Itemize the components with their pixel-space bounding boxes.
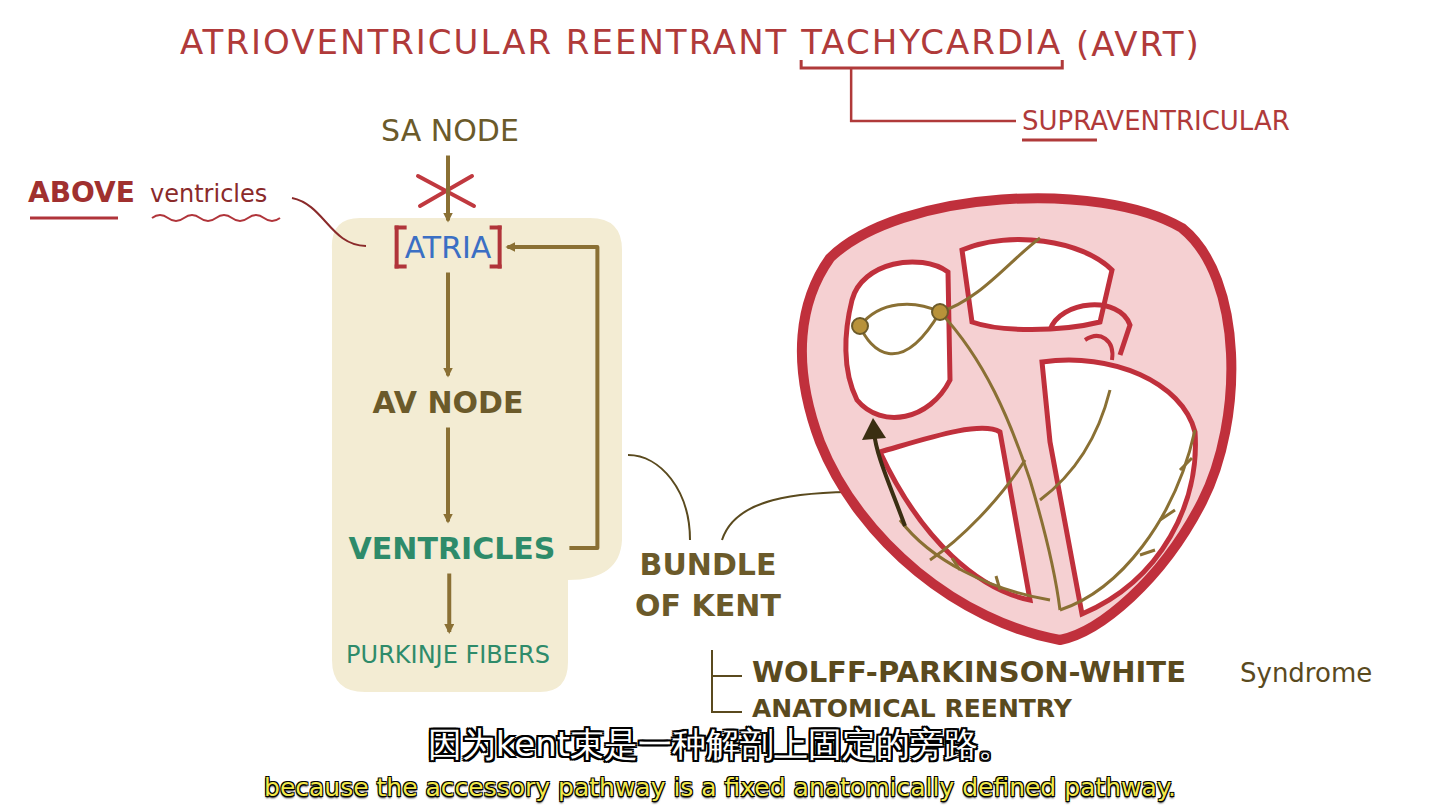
flow-node: SA NODE bbox=[371, 109, 529, 152]
underline bbox=[1022, 139, 1097, 142]
leader-line bbox=[851, 68, 1016, 121]
flow-arrow bbox=[446, 428, 450, 522]
node-label: AV NODE bbox=[373, 385, 524, 420]
flow-node: PURKINJE FIBERS bbox=[336, 637, 560, 673]
diagram-title: ATRIOVENTRICULAR REENTRANT TACHYCARDIA bbox=[180, 22, 1062, 62]
text-label: WOLFF-PARKINSON-WHITE bbox=[752, 655, 1186, 689]
flow-arrow bbox=[447, 574, 451, 633]
list-bracket bbox=[712, 650, 742, 712]
leader-line bbox=[628, 455, 690, 540]
text-label: because the accessory pathway is a fixed… bbox=[0, 773, 1440, 802]
node-label: PURKINJE FIBERS bbox=[346, 641, 550, 669]
flow-node: VENTRICLES bbox=[339, 527, 566, 570]
text-label: 因为kent束是一种解剖上固定的旁路。 bbox=[0, 722, 1440, 768]
text-label: Syndrome bbox=[1240, 658, 1372, 688]
pathway-band bbox=[332, 218, 622, 692]
text-label: (AVRT) bbox=[1076, 24, 1201, 64]
node-label: SA NODE bbox=[381, 113, 519, 148]
text-label: ANATOMICAL REENTRY bbox=[752, 694, 1072, 723]
heart-illustration bbox=[802, 198, 1231, 640]
leader-line bbox=[292, 198, 366, 246]
node-label: ATRIA bbox=[405, 230, 492, 265]
text-label: SUPRAVENTRICULAR bbox=[1022, 106, 1290, 136]
flow-arrow bbox=[446, 156, 450, 221]
text-label: ABOVE bbox=[28, 176, 135, 209]
node-label: VENTRICLES bbox=[349, 531, 556, 566]
flow-node: ATRIA bbox=[395, 226, 502, 269]
underline bbox=[30, 217, 118, 220]
flow-node: AV NODE bbox=[363, 381, 534, 424]
text-label: BUNDLE OF KENT bbox=[618, 545, 798, 626]
text-label: ventricles bbox=[150, 180, 267, 208]
wavy-underline bbox=[152, 215, 280, 221]
flow-arrow bbox=[446, 273, 450, 376]
